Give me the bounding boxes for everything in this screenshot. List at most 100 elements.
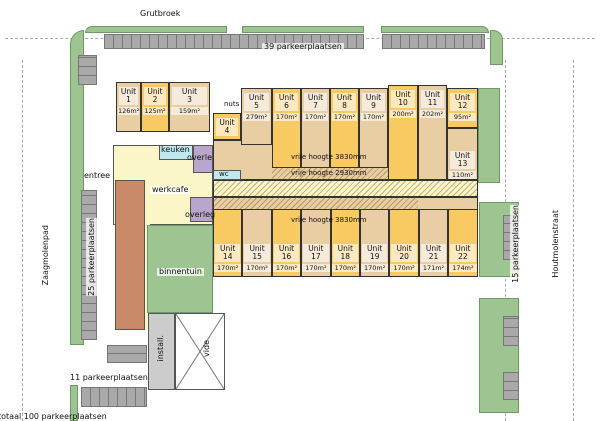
west-rooms	[115, 180, 145, 330]
entree-label: entree	[84, 171, 111, 180]
parking-north-label: 39 parkeerplaatsen	[262, 42, 344, 51]
height-bottom-label: vrije hoogte 3830mm	[291, 216, 367, 224]
vide-area	[175, 313, 225, 390]
unit-area: 159m²	[171, 106, 208, 115]
parking-south	[107, 345, 147, 363]
parking-south-label: 11 parkeerplaatsen	[70, 373, 148, 382]
parking-east-label: 15 parkeerplaatsen	[510, 205, 522, 283]
binnentuin-label: binnentuin	[157, 267, 204, 276]
werkcafe-label: werkcafe	[150, 185, 191, 194]
height-top-label: vrije hoogte 3830mm	[291, 153, 367, 161]
overleg-room-top	[193, 145, 213, 173]
green-strip-west	[70, 30, 84, 345]
unit-area: 170m²	[274, 112, 299, 121]
green-east	[478, 88, 500, 183]
property-line	[22, 60, 23, 421]
overleg-top-label: overle	[187, 153, 212, 162]
unit-area: 125m²	[143, 106, 167, 115]
unit-area: 174m²	[449, 263, 477, 272]
street-east: Houtmolenstraat	[551, 210, 560, 278]
overleg-room	[190, 197, 213, 222]
unit-area: 170m²	[272, 263, 301, 272]
unit-area: 279m²	[243, 112, 270, 121]
keuken-room	[159, 145, 193, 160]
wc-room	[213, 170, 241, 180]
unit-area: 170m²	[332, 112, 357, 121]
height-corridor-label: vrije hoogte 2930mm	[291, 169, 367, 177]
unit-area: 170m²	[243, 263, 271, 272]
unit-area: 202m²	[420, 109, 445, 118]
unit-area: 170m²	[361, 112, 386, 121]
unit-area: 95m²	[449, 112, 476, 121]
unit-area: 170m²	[302, 263, 330, 272]
green-strip	[242, 26, 364, 33]
corridor	[213, 180, 478, 197]
parking-south	[81, 387, 147, 407]
low-ceiling-zone	[272, 168, 418, 180]
parking-east	[503, 372, 519, 400]
keuken-label: keuken	[161, 145, 190, 154]
nuts-label: nuts	[222, 100, 242, 108]
parking-west	[78, 55, 97, 85]
street-west: Zaagmolenpad	[41, 225, 50, 286]
unit-area: 170m²	[303, 112, 328, 121]
unit-area: 200m²	[390, 109, 416, 118]
unit-area: 170m²	[214, 263, 242, 272]
parking-total-label: totaal 100 parkeerplaatsen	[0, 412, 107, 421]
unit-area: 171m²	[419, 263, 448, 272]
green-strip	[85, 26, 227, 33]
parking-north	[382, 34, 485, 49]
green-strip	[490, 30, 503, 65]
parking-west-label: 25 parkeerplaatsen	[86, 218, 98, 296]
install-label: install.	[156, 335, 165, 362]
unit-area: 110m²	[449, 170, 476, 179]
property-line	[573, 60, 574, 421]
low-ceiling-zone	[213, 197, 418, 209]
unit-area: 170m²	[390, 263, 418, 272]
street-north: Grutbroek	[140, 9, 181, 18]
wc-label: wc	[219, 170, 229, 178]
overleg-label: overleg	[185, 210, 216, 219]
install-room	[148, 313, 175, 390]
unit-area: 170m²	[361, 263, 389, 272]
